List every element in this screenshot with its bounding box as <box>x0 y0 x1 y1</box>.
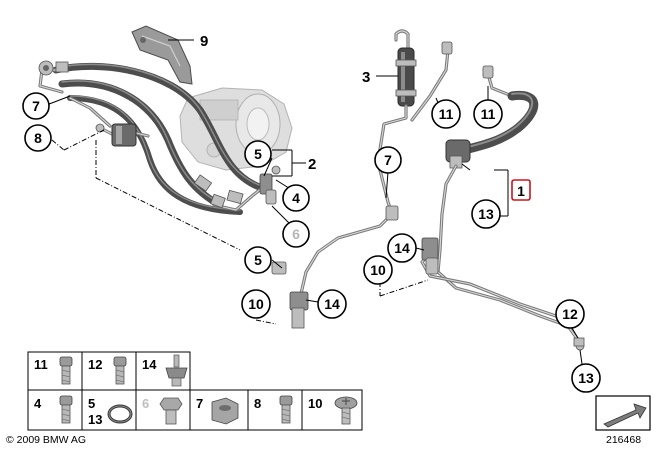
legend-label: 11 <box>34 357 48 372</box>
nut-icon <box>211 397 239 425</box>
callout-label: 2 <box>308 156 316 173</box>
callout-label: 14 <box>324 296 340 312</box>
callout-badge: 11 <box>473 99 503 129</box>
bolt-icon <box>59 356 73 385</box>
bolt-icon <box>59 395 73 424</box>
callout-badge: 12 <box>555 299 585 329</box>
receiver-drier <box>376 29 453 216</box>
bolt-icon <box>279 395 293 424</box>
callout-badge: 5 <box>244 140 272 168</box>
callout-label: 9 <box>200 33 208 50</box>
callout-badge: 14 <box>387 233 417 263</box>
callout-label: 4 <box>292 190 300 206</box>
legend-cell <box>247 389 303 431</box>
main-pipes <box>271 164 585 351</box>
image-number: 216468 <box>606 434 642 446</box>
callout-badge: 7 <box>374 146 402 174</box>
callout-label: 3 <box>362 69 370 86</box>
ac-compressor <box>179 87 293 171</box>
legend-label: 10 <box>308 396 322 411</box>
refrigerant-hoses <box>38 60 266 215</box>
callout-label: 5 <box>254 252 262 268</box>
upper-right-hose <box>445 65 539 169</box>
callout-badge: 10 <box>363 255 393 285</box>
callout-label: 11 <box>481 106 496 122</box>
callout-label: 7 <box>384 152 392 168</box>
callout-label: 7 <box>32 98 40 114</box>
legend-label: 6 <box>142 396 149 411</box>
o-ring-icon <box>107 404 133 424</box>
callout-label: 5 <box>254 146 262 162</box>
callout-label: 13 <box>578 370 594 386</box>
callout-label: 13 <box>478 206 494 222</box>
callout-label: 14 <box>394 240 410 256</box>
bolt-icon <box>159 397 183 425</box>
callout-badge: 4 <box>282 184 310 212</box>
callout-badge: 13 <box>471 199 501 229</box>
legend-cell <box>301 389 363 431</box>
callout-badge: 13 <box>571 363 601 393</box>
legend-label: 14 <box>142 357 157 372</box>
legend-label: 12 <box>88 357 102 372</box>
callout-badge: 11 <box>431 99 461 129</box>
screw-icon <box>334 396 358 425</box>
callout-label: 8 <box>34 130 42 146</box>
bolt-icon <box>113 356 127 385</box>
stud-icon <box>165 354 188 387</box>
legend-label: 8 <box>254 396 261 411</box>
callout-label: 6 <box>292 226 300 242</box>
pressure-sensor-part <box>95 123 150 147</box>
legend-label: 4 <box>34 396 42 411</box>
legend-label: 7 <box>196 396 203 411</box>
leader-lines <box>43 39 583 365</box>
callouts: 9 7 8 5 2 4 6 5 <box>22 33 601 393</box>
callout-label: 10 <box>248 296 264 312</box>
fastener-legend: 11 12 14 4 5 13 6 7 8 10 <box>27 351 363 431</box>
callout-badge: 14 <box>317 289 347 319</box>
callout-badge: 7 <box>22 92 50 120</box>
copyright-text: © 2009 BMW AG <box>6 434 87 446</box>
legend-label: 5 <box>88 396 95 411</box>
callout-badge: 8 <box>24 124 52 152</box>
callout-label: 12 <box>562 306 578 322</box>
callout-badge: 5 <box>244 246 272 274</box>
fittings-cluster <box>259 165 281 205</box>
callout-badge: 6 <box>282 220 310 248</box>
callout-label: 10 <box>370 262 386 278</box>
legend-label: 13 <box>88 412 102 427</box>
callout-label: 1 <box>517 183 525 199</box>
direction-arrow-icon <box>595 395 651 431</box>
callout-badge: 10 <box>241 289 271 319</box>
callout-main-part: 1 <box>511 179 531 201</box>
callout-label: 11 <box>439 106 454 122</box>
